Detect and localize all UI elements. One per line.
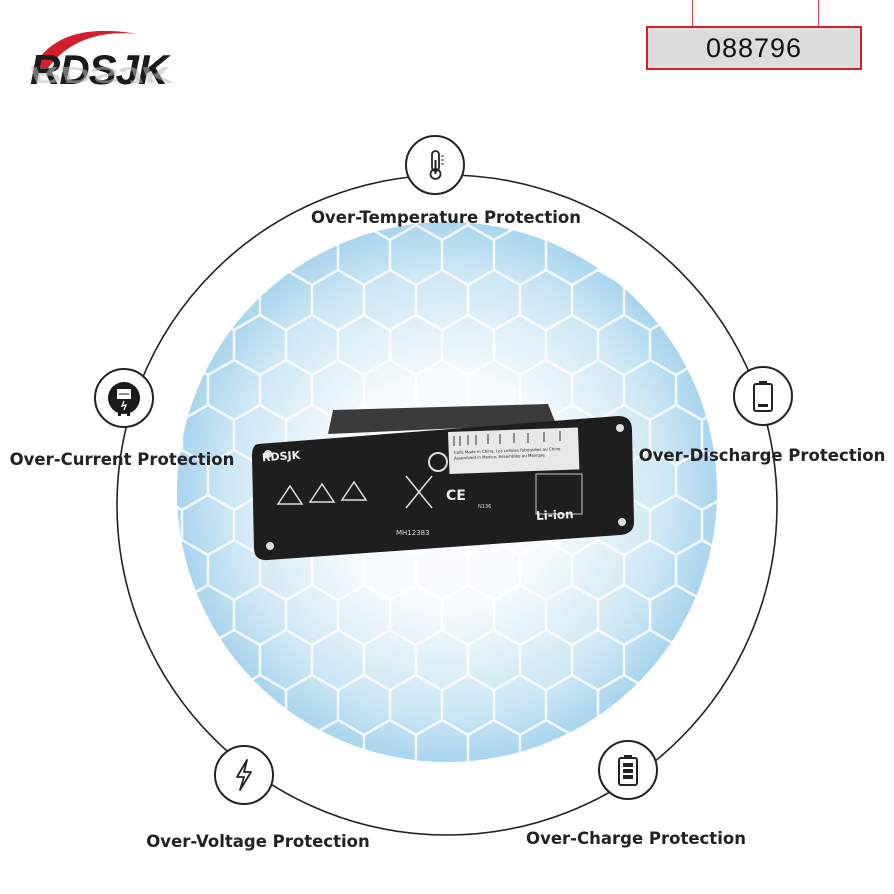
brand-logo: RDSJK RDSJK: [0, 0, 280, 130]
hanger-line: [692, 0, 693, 26]
current-meter-icon: [94, 368, 154, 428]
feature-label: Over-Current Protection: [9, 450, 235, 469]
battery-code: N136: [478, 504, 492, 510]
logo-text: RDSJK: [30, 46, 168, 93]
logo-swoosh: [33, 30, 138, 68]
feature-label: Over-Discharge Protection: [638, 446, 886, 465]
feature-label: Over-Temperature Protection: [310, 208, 582, 227]
hanger-line: [818, 0, 819, 26]
thermometer-icon: [405, 135, 465, 195]
battery-brand: RDSJK: [261, 448, 301, 465]
battery-type: Li-ion: [535, 507, 574, 523]
battery-low-icon: [733, 366, 793, 426]
battery-cert: MH12383: [396, 529, 430, 537]
model-number-tag: 088796: [646, 26, 862, 70]
feature-label: Over-Voltage Protection: [146, 832, 370, 851]
battery-full-icon: [598, 740, 658, 800]
battery-body: [252, 404, 634, 561]
battery-ce-mark: CE: [446, 488, 466, 504]
feature-label: Over-Charge Protection: [526, 829, 746, 848]
battery-product: RDSJK Cells Made in China, Les cellules …: [248, 404, 634, 564]
lightning-icon: [214, 745, 274, 805]
